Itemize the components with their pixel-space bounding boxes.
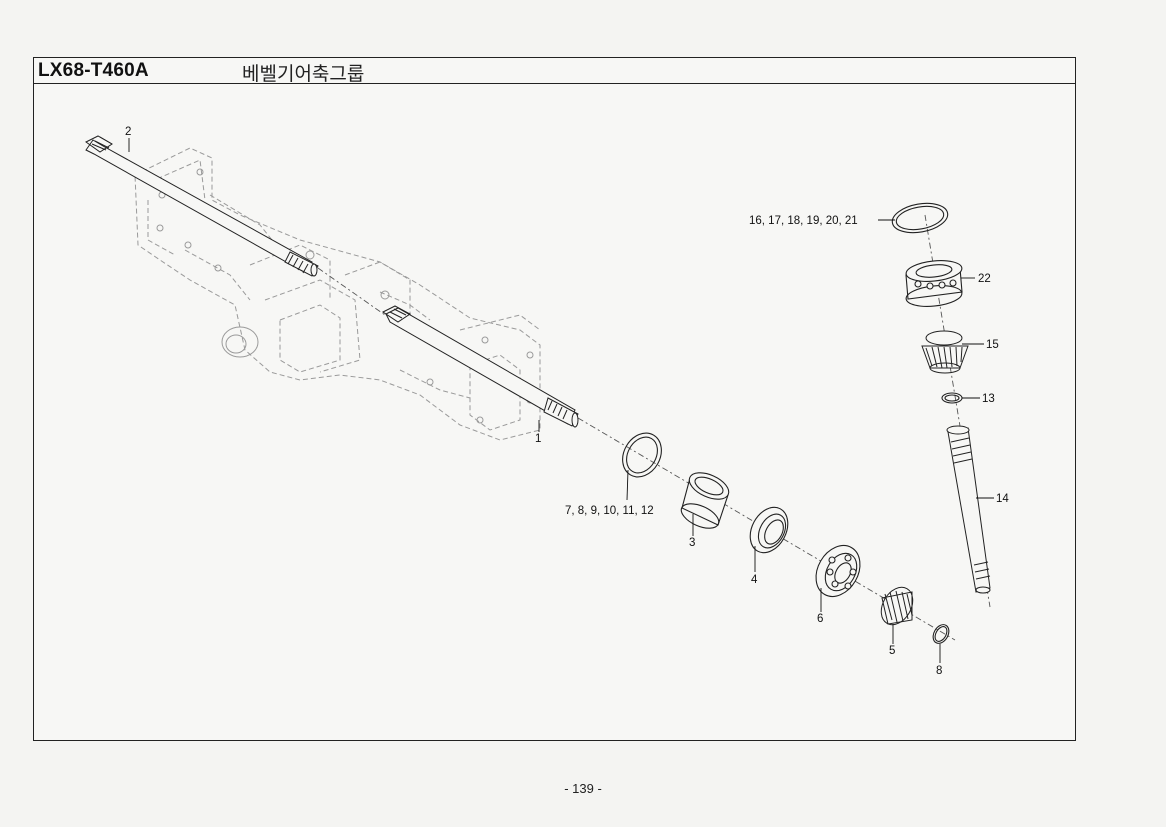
callout-8: 8 <box>936 665 942 677</box>
part-13-snap-ring <box>941 392 963 404</box>
transmission-housing <box>134 147 541 441</box>
part-4-bearing-ring <box>749 506 789 554</box>
part-2-upper-shaft <box>85 135 319 277</box>
callout-3: 3 <box>689 537 695 549</box>
assembly-centerlines <box>317 214 991 641</box>
group-title: 베벨기어축그룹 <box>242 63 365 85</box>
callout-15: 15 <box>986 339 999 351</box>
part-3-collar <box>680 472 730 529</box>
callout-13: 13 <box>982 393 995 405</box>
part-1-lower-shaft <box>382 305 579 428</box>
page-header: LX68-T460A 베벨기어축그룹 <box>34 58 1075 85</box>
housing-flange-boss <box>221 326 259 358</box>
part-5-bevel-pinion <box>880 586 914 626</box>
part-22-bearing <box>905 260 963 307</box>
callout-7-12: 7, 8, 9, 10, 11, 12 <box>565 505 654 517</box>
part-15-bevel-gear <box>921 330 969 374</box>
part-14-vertical-shaft <box>946 425 991 594</box>
part-8-snap-ring <box>932 624 950 644</box>
callout-2: 2 <box>125 126 131 138</box>
callout-4: 4 <box>751 574 758 586</box>
callout-1: 1 <box>535 433 541 445</box>
housing-bolt-holes <box>156 168 534 424</box>
page-number: - 139 - <box>564 781 602 796</box>
callout-16-21: 16, 17, 18, 19, 20, 21 <box>749 215 858 227</box>
callout-5: 5 <box>889 645 895 657</box>
model-code: LX68-T460A <box>38 60 149 81</box>
part-6-ball-bearing <box>815 545 861 597</box>
callout-6: 6 <box>817 613 823 625</box>
callout-22: 22 <box>978 273 991 285</box>
leader-lines <box>128 138 994 663</box>
callout-14: 14 <box>996 493 1009 505</box>
part-16-21-shim <box>891 202 949 234</box>
part-7-12-shim <box>622 432 662 478</box>
